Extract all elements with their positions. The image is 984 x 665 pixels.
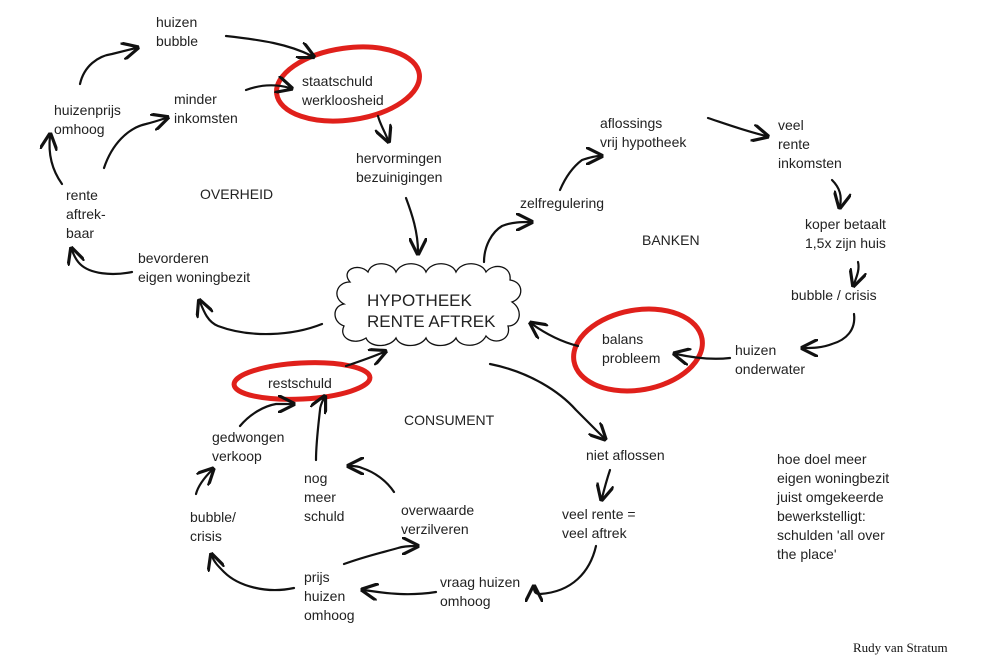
arrow-prijs-to-overwaarde xyxy=(342,546,416,566)
author-signature: Rudy van Stratum xyxy=(853,640,948,655)
arrow-koper-betaalt-to-bubble-crisis xyxy=(854,260,859,284)
node-niet-aflossen: niet aflossen xyxy=(586,447,665,463)
node-restschuld: restschuld xyxy=(268,375,332,391)
arrow-bevorderen-to-rente-aftrekbaar xyxy=(72,250,134,275)
arrow-rente-aftrekbaar-to-huizenprijs xyxy=(50,136,64,186)
arrow-huizen-bubble-to-staatschuld xyxy=(224,34,312,56)
arrow-niet-aflossen-to-veel-rente xyxy=(602,468,610,498)
node-bubble-crisis-banken: bubble / crisis xyxy=(791,287,877,303)
node-veel-rente-veel-aftrek: veel rente =veel aftrek xyxy=(562,506,636,541)
arrow-minder-inkomsten-to-staatschuld xyxy=(244,85,290,90)
node-bubble-crisis-consument: bubble/crisis xyxy=(190,509,236,544)
arrow-staatschuld-to-hervormingen xyxy=(378,114,388,140)
arrow-rente-aftrekbaar-to-minder-inkomsten xyxy=(102,118,166,170)
arrow-bubble-crisis-to-huizen-onderwater xyxy=(804,312,856,348)
arrow-hervormingen-to-hypotheek xyxy=(404,196,418,252)
arrow-aflossingsvrij-to-veel-rente xyxy=(706,116,766,136)
arrow-huizen-onderwater-to-balans xyxy=(676,354,732,359)
arrow-zelfregulering-to-aflossingsvrij xyxy=(558,156,600,192)
arrow-restschuld-to-hypotheek xyxy=(344,352,384,368)
arrow-balans-to-hypotheek xyxy=(532,324,580,348)
section-label-banken: BANKEN xyxy=(642,232,700,248)
arrow-hypotheek-to-bevorderen xyxy=(200,302,324,336)
arrow-gedwongen-to-restschuld xyxy=(238,404,292,428)
highlight-balans-probleem xyxy=(571,306,705,394)
arrow-veel-rente-to-vraag-huizen xyxy=(534,544,598,594)
arrow-vraag-huizen-to-prijs xyxy=(364,590,438,594)
section-label-overheid: OVERHEID xyxy=(200,186,274,202)
section-label-consument: CONSUMENT xyxy=(404,412,495,428)
arrow-hypotheek-to-zelfregulering xyxy=(482,222,530,264)
arrow-prijs-to-bubble-crisis xyxy=(212,556,296,592)
arrow-nog-meer-schuld-to-restschuld xyxy=(316,398,324,462)
highlight-restschuld xyxy=(231,360,373,402)
cloud-shape xyxy=(334,263,522,347)
arrow-bubble-crisis-to-gedwongen xyxy=(194,470,212,496)
arrow-overwaarde-to-nog-meer-schuld xyxy=(350,466,396,494)
node-zelfregulering: zelfregulering xyxy=(520,195,605,211)
arrow-hypotheek-to-niet-aflossen xyxy=(488,362,604,438)
arrow-huizenprijs-to-huizen-bubble xyxy=(78,48,136,86)
arrow-veel-rente-to-koper-betaalt xyxy=(830,178,841,206)
